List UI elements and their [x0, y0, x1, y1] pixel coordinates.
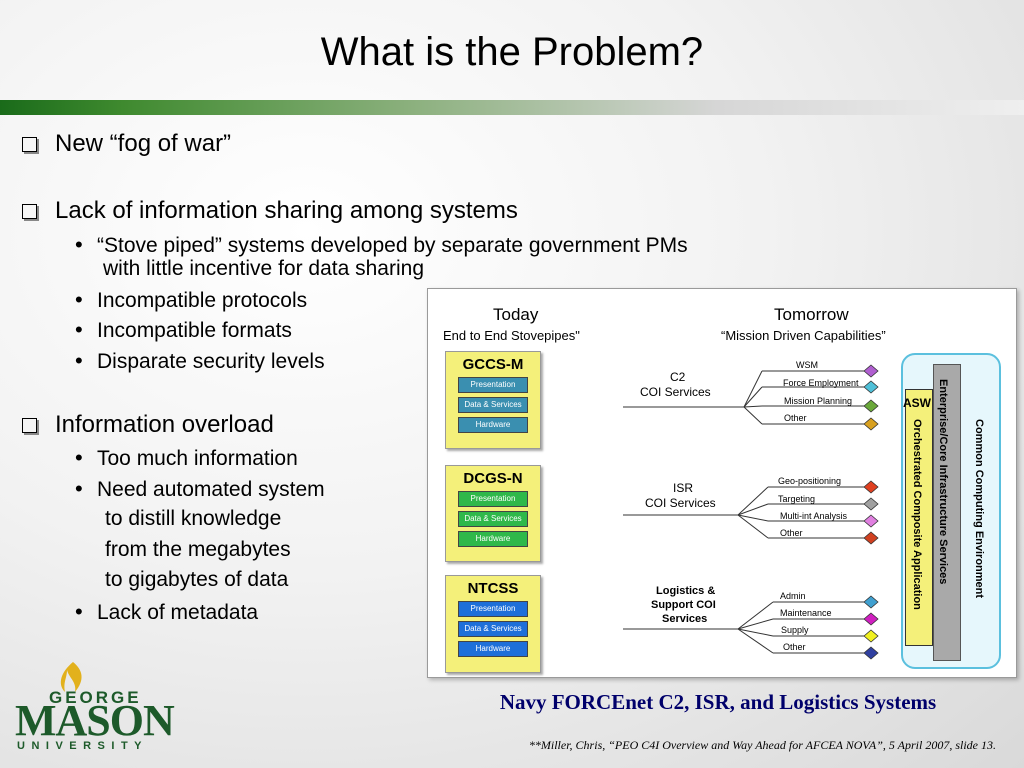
- service-diamond: [863, 399, 879, 413]
- sub-bullet-automated-cont1: to distill knowledge: [105, 507, 282, 530]
- sub-bullet-metadata: •Lack of metadata: [75, 599, 259, 624]
- log-label-1: Logistics &: [656, 585, 716, 597]
- sub-bullet-stovepiped: •“Stove piped” systems developed by sepa…: [75, 232, 688, 257]
- tomorrow-subheading: “Mission Driven Capabilities”: [721, 328, 886, 343]
- service-other: Other: [780, 528, 803, 538]
- service-diamond: [863, 417, 879, 431]
- log-label-2: Support COI: [651, 599, 716, 611]
- bullet-fog-of-war: New “fog of war”: [22, 130, 231, 158]
- service-diamond: [863, 514, 879, 528]
- today-subheading: End to End Stovepipes": [443, 328, 580, 343]
- service-multi-int: Multi-int Analysis: [780, 511, 848, 521]
- tomorrow-heading: Tomorrow: [774, 305, 849, 324]
- service-admin: Admin: [780, 591, 806, 601]
- enterprise-infrastructure-bar: [933, 364, 961, 661]
- dot-bullet-icon: •: [75, 348, 83, 373]
- bullet-info-overload: Information overload: [22, 411, 274, 439]
- service-diamond: [863, 480, 879, 494]
- layer-data-services: Data & Services: [458, 511, 528, 527]
- slide-title: What is the Problem?: [320, 30, 704, 74]
- system-dcgs-n: DCGS-N Presentation Data & Services Hard…: [445, 465, 541, 562]
- sub-bullet-automated-cont2: from the megabytes: [105, 538, 291, 561]
- flame-icon: [60, 662, 82, 692]
- service-diamond: [863, 612, 879, 626]
- service-diamond: [863, 364, 879, 378]
- service-diamond: [863, 629, 879, 643]
- sub-bullet-protocols: •Incompatible protocols: [75, 287, 308, 312]
- diagram-caption: Navy FORCEnet C2, ISR, and Logistics Sys…: [499, 690, 937, 714]
- dot-bullet-icon: •: [75, 232, 83, 257]
- service-diamond: [863, 380, 879, 394]
- service-diamond: [863, 531, 879, 545]
- layer-hardware: Hardware: [458, 641, 528, 657]
- dot-bullet-icon: •: [75, 445, 83, 470]
- system-gccs-m: GCCS-M Presentation Data & Services Hard…: [445, 351, 541, 449]
- service-other: Other: [783, 642, 806, 652]
- service-force-employment: Force Employment: [783, 378, 859, 388]
- forcenet-diagram: Today End to End Stovepipes" Tomorrow “M…: [427, 288, 1017, 678]
- sub-bullet-security: •Disparate security levels: [75, 348, 325, 373]
- log-label-3: Services: [662, 613, 708, 625]
- sub-bullet-formats: •Incompatible formats: [75, 317, 292, 342]
- dot-bullet-icon: •: [75, 287, 83, 312]
- cce-label: Common Computing Environment: [973, 419, 985, 599]
- layer-hardware: Hardware: [458, 417, 528, 433]
- service-mission-planning: Mission Planning: [784, 396, 853, 406]
- square-bullet-icon: [22, 418, 37, 433]
- service-diamond: [863, 646, 879, 660]
- gmu-logo: GEORGE MASON UNIVERSITY: [15, 662, 175, 756]
- sub-bullet-automated: •Need automated system: [75, 476, 325, 501]
- c2-label-2: COI Services: [640, 385, 711, 399]
- square-bullet-icon: [22, 137, 37, 152]
- orchestrated-application-bar: [905, 389, 933, 646]
- layer-presentation: Presentation: [458, 491, 528, 507]
- square-bullet-icon: [22, 204, 37, 219]
- orchestrated-label: Orchestrated Composite Application: [911, 419, 923, 610]
- layer-hardware: Hardware: [458, 531, 528, 547]
- service-other: Other: [784, 413, 807, 423]
- isr-label-1: ISR: [673, 481, 694, 495]
- layer-data-services: Data & Services: [458, 621, 528, 637]
- sub-bullet-stovepiped-cont: with little incentive for data sharing: [103, 257, 424, 280]
- service-wsm: WSM: [796, 360, 818, 370]
- service-diamond: [863, 595, 879, 609]
- dot-bullet-icon: •: [75, 476, 83, 501]
- dot-bullet-icon: •: [75, 317, 83, 342]
- layer-presentation: Presentation: [458, 601, 528, 617]
- title-divider: [0, 100, 1024, 115]
- service-targeting: Targeting: [778, 494, 816, 504]
- service-maintenance: Maintenance: [780, 608, 832, 618]
- service-diamond: [863, 497, 879, 511]
- asw-label: ASW: [903, 396, 931, 410]
- today-heading: Today: [493, 305, 539, 324]
- enterprise-label: Enterprise/Core Infrastructure Services: [937, 379, 949, 585]
- sub-bullet-too-much: •Too much information: [75, 445, 298, 470]
- bullet-info-sharing: Lack of information sharing among system…: [22, 197, 518, 225]
- connector-lines: [623, 364, 879, 660]
- layer-presentation: Presentation: [458, 377, 528, 393]
- sub-bullet-automated-cont3: to gigabytes of data: [105, 568, 289, 591]
- service-geo-positioning: Geo-positioning: [778, 476, 842, 486]
- citation: **Miller, Chris, “PEO C4I Overview and W…: [528, 738, 996, 752]
- service-supply: Supply: [781, 625, 809, 635]
- layer-data-services: Data & Services: [458, 397, 528, 413]
- isr-label-2: COI Services: [645, 496, 716, 510]
- dot-bullet-icon: •: [75, 599, 83, 624]
- system-ntcss: NTCSS Presentation Data & Services Hardw…: [445, 575, 541, 673]
- c2-label-1: C2: [670, 370, 686, 384]
